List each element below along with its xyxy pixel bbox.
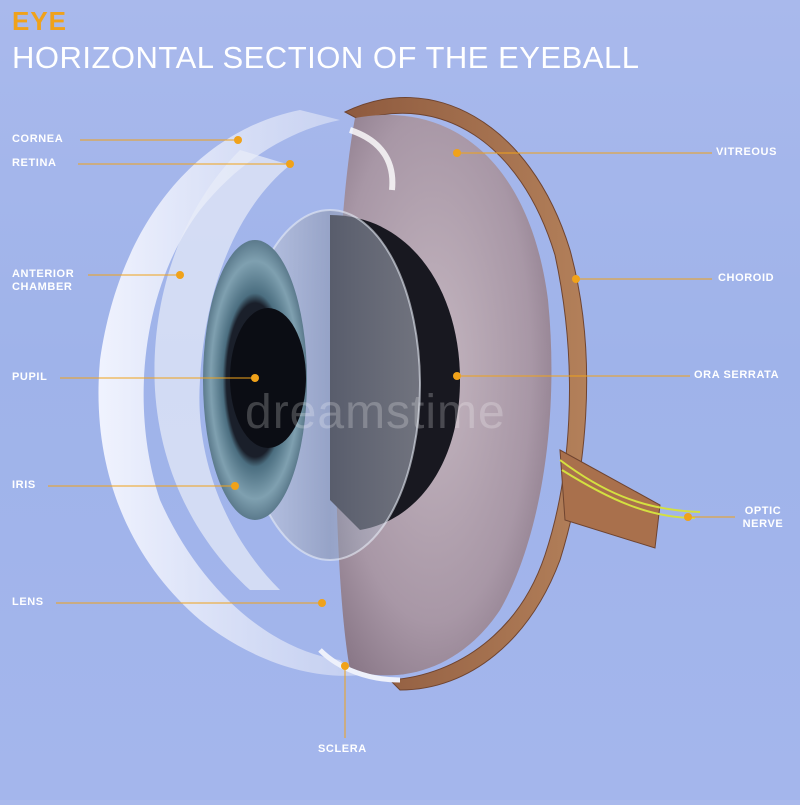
watermark-text: dreamstime [245, 386, 506, 439]
leader-dots [176, 136, 692, 670]
label-choroid: CHOROID [718, 272, 775, 284]
choroid-wall [343, 97, 588, 691]
label-cornea: CORNEA [12, 133, 64, 145]
cornea-shell [98, 110, 361, 676]
label-retina: RETINA [12, 157, 57, 169]
optic-nerve-fibers [559, 459, 701, 519]
label-optic-nerve: OPTIC NERVE [742, 505, 784, 530]
label-iris: IRIS [12, 479, 36, 491]
anterior-chamber [154, 150, 290, 590]
optic-nerve-stalk [559, 449, 661, 549]
label-lens: LENS [12, 596, 44, 608]
page-title: EYE [12, 6, 68, 36]
page-subtitle: HORIZONTAL SECTION OF THE EYEBALL [12, 40, 640, 75]
pupil-hole [230, 308, 306, 448]
lens-highlight [349, 127, 396, 191]
sclera-edge [318, 648, 401, 683]
label-ora-serrata: ORA SERRATA [694, 369, 780, 381]
label-pupil: PUPIL [12, 371, 48, 383]
leader-lines [48, 139, 735, 738]
label-sclera: SCLERA [318, 743, 367, 755]
label-vitreous: VITREOUS [716, 146, 778, 158]
label-anterior-chamber: ANTERIOR CHAMBER [12, 268, 75, 293]
